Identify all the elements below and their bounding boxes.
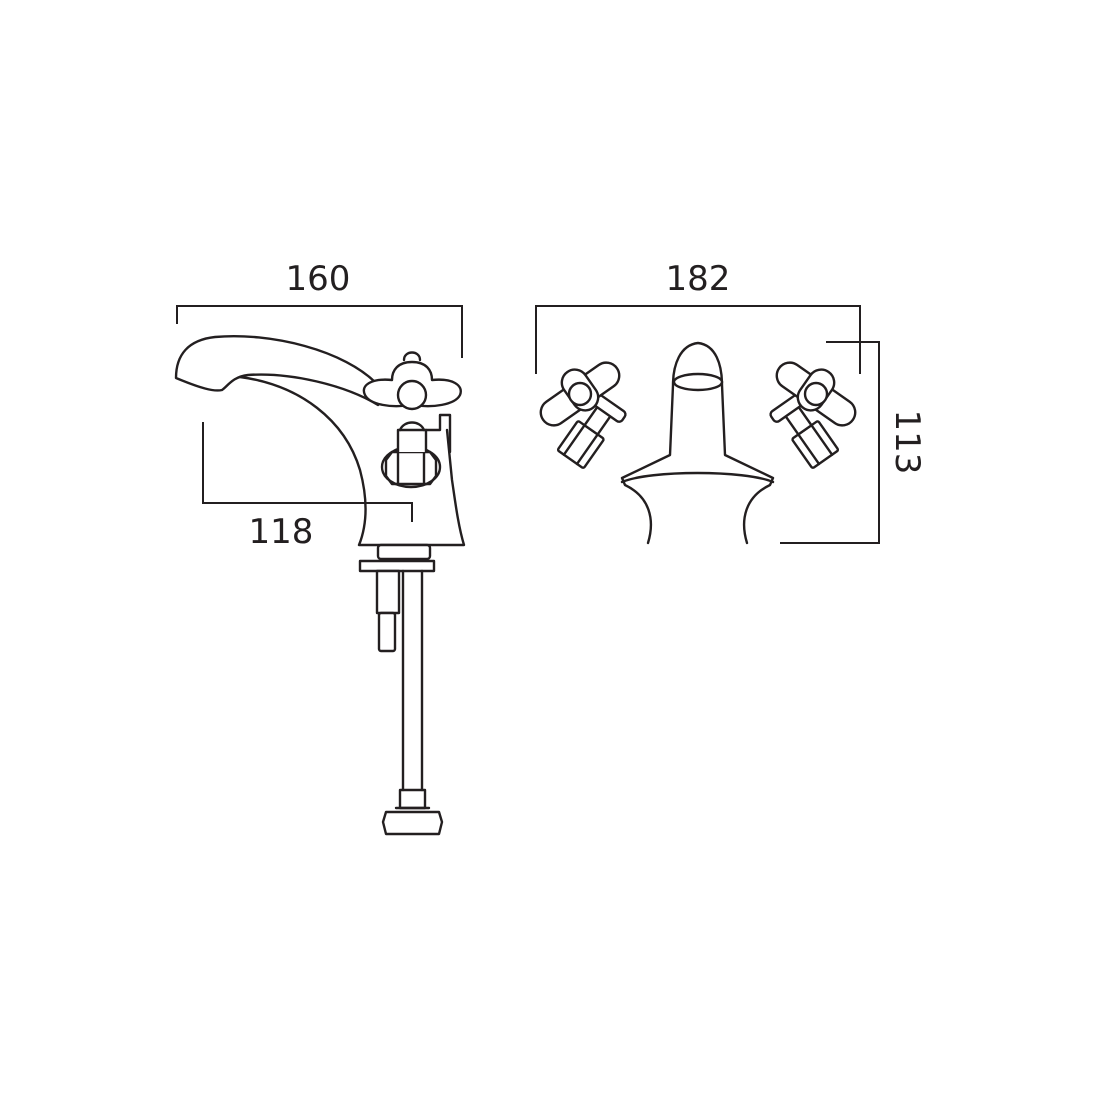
dimension-overall-width: 182 [535,259,861,374]
valve-nut [380,445,442,489]
dimension-label-overall-width: 182 [666,259,731,299]
dimension-height: 113 [780,341,927,544]
tail-nut [381,810,444,836]
tap-body [620,341,775,545]
spout-outlet [672,372,724,392]
cross-handle-side [362,351,462,411]
tail-pipe [394,569,431,810]
spout-column [238,375,466,547]
right-valve [769,390,840,469]
dimension-label-overall-length: 160 [286,259,351,299]
cross-handle-right [775,361,857,427]
left-valve [556,390,627,469]
valve-stem [396,428,428,452]
mounting-plate [358,543,436,573]
side-view: 160 118 [174,259,466,836]
dimension-spout-projection: 118 [202,422,413,552]
dimension-overall-length: 160 [176,259,463,358]
dimension-label-spout-projection: 118 [249,512,314,552]
spout-body [174,335,390,407]
cross-handle-left [539,361,621,427]
dimension-label-height: 113 [887,410,927,475]
front-view: 182 113 [535,259,927,545]
threaded-shank [375,569,401,653]
